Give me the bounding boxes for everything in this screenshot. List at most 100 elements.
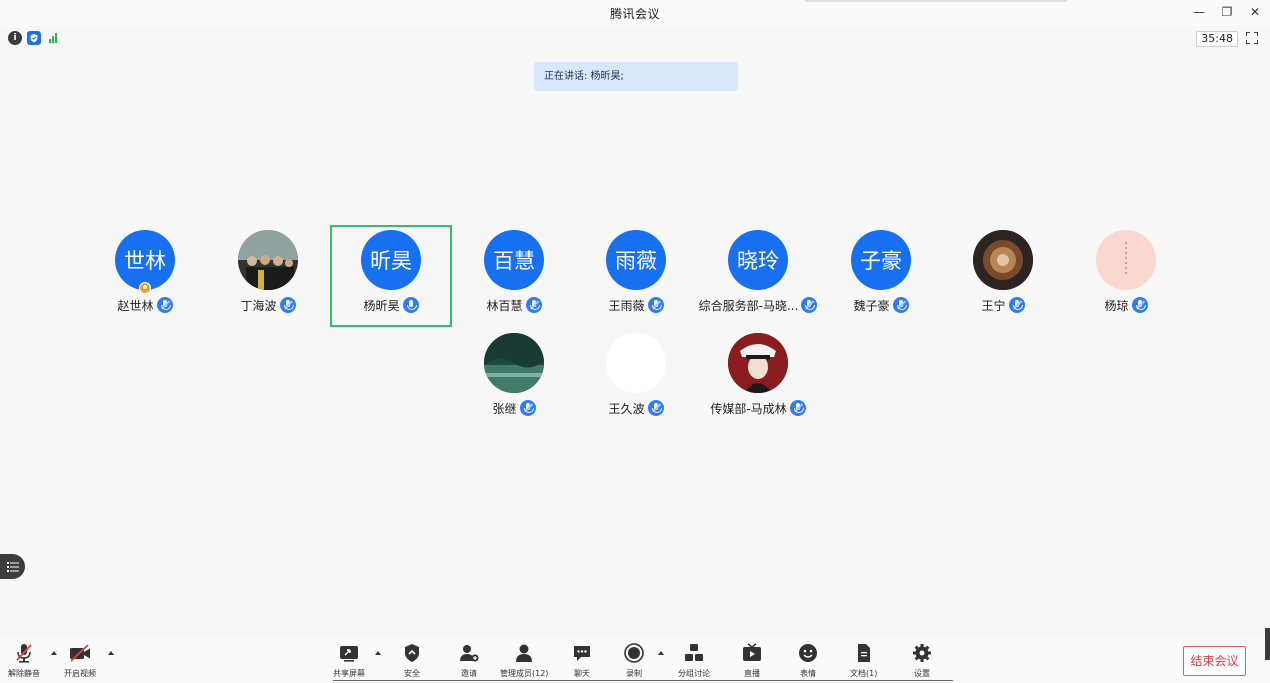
record-label: 录制 [626,669,642,678]
participant-name: 王雨薇 [608,298,645,313]
start-video-button[interactable]: 开启视频 [64,636,96,680]
mic-muted-icon [519,400,536,416]
close-icon[interactable]: ✕ [1249,5,1261,19]
unmute-button[interactable]: 解除静音 [8,636,40,680]
mic-muted-icon [156,297,173,313]
unmute-label: 解除静音 [8,669,40,678]
security-button[interactable]: 安全 [401,636,423,680]
settings-button[interactable]: 设置 [911,636,933,680]
mic-muted-icon [801,297,818,313]
participant-name: 王久波 [608,401,645,416]
list-view-icon[interactable] [0,554,25,579]
mic-muted-icon [647,297,664,313]
window-title: 腾讯会议 [609,6,660,21]
mic-muted-icon [789,400,806,416]
documents-button[interactable]: 文档(1) [850,636,877,680]
divider [333,680,953,681]
participant-tile[interactable]: 杨琼 [1064,225,1188,329]
participant-tile[interactable]: 张继 [452,328,576,432]
share-screen-label: 共享屏幕 [333,669,365,678]
participant-tile[interactable]: 雨薇 王雨薇 [574,225,698,329]
security-shield-icon[interactable] [27,31,41,45]
breakout-rooms-button[interactable]: 分组讨论 [678,636,710,680]
live-stream-icon [741,642,763,664]
audio-options-chevron-icon[interactable] [51,651,57,655]
fullscreen-icon[interactable] [1246,32,1258,44]
invite-label: 邀请 [461,669,477,678]
active-speaker-frame [330,225,452,327]
reactions-label: 表情 [800,669,816,678]
chat-button[interactable]: 聊天 [571,636,593,680]
smiley-icon [797,642,819,664]
info-icon[interactable]: i [8,31,22,45]
participant-name: 魏子豪 [853,298,890,313]
participant-tile[interactable]: 王宁 [941,225,1065,329]
gear-icon [911,642,933,664]
participant-tile[interactable]: 晓玲 综合服务部-马晓... [696,225,820,329]
security-shield-icon [401,642,423,664]
participant-avatar: 百慧 [484,230,544,290]
participant-tile[interactable]: 王久波 [574,328,698,432]
mic-muted-icon [1131,297,1148,313]
record-options-chevron-icon[interactable] [658,651,664,655]
participant-name: 赵世林 [117,298,154,313]
participant-avatar-photo [238,230,298,290]
video-options-chevron-icon[interactable] [108,651,114,655]
participant-tile[interactable]: 丁海波 [206,225,330,329]
participant-name: 杨琼 [1104,298,1129,313]
invite-button[interactable]: 邀请 [458,636,480,680]
participant-name: 丁海波 [240,298,277,313]
participant-name: 张继 [492,401,517,416]
video-off-icon [68,642,92,664]
mic-active-icon [402,297,419,313]
participant-avatar-photo [606,333,666,393]
security-label: 安全 [404,669,420,678]
participant-tile[interactable]: 世林 赵世林 [83,225,207,329]
mic-muted-icon [1008,297,1025,313]
participant-name: 林百慧 [486,298,523,313]
end-meeting-button[interactable]: 结束会议 [1183,646,1246,676]
mic-muted-icon [525,297,542,313]
live-stream-button[interactable]: 直播 [741,636,763,680]
documents-label: 文档(1) [850,669,878,678]
participant-name: 综合服务部-马晓... [698,298,799,313]
document-icon [853,642,875,664]
invite-user-icon [458,642,480,664]
window-controls: — ❐ ✕ [1192,4,1262,20]
participant-avatar: 子豪 [851,230,911,290]
settings-label: 设置 [914,669,930,678]
active-speaker-banner: 正在讲话: 杨昕昊; [534,62,738,91]
participant-avatar: 雨薇 [606,230,666,290]
participant-tile[interactable]: 传媒部-马成林 [696,328,820,432]
participant-avatar: 世林 [115,230,175,290]
record-button[interactable]: 录制 [623,636,645,680]
network-signal-icon[interactable] [46,31,60,45]
participant-tile[interactable]: 昕昊 杨昕昊 [329,225,453,329]
start-video-label: 开启视频 [64,669,96,678]
members-icon [513,642,535,664]
participant-name: 王宁 [981,298,1006,313]
participant-avatar-photo [973,230,1033,290]
participant-avatar-photo [1096,230,1156,290]
participant-tile[interactable]: 子豪 魏子豪 [819,225,943,329]
meeting-timer: 35:48 [1196,31,1238,47]
share-screen-button[interactable]: 共享屏幕 [333,636,365,680]
chat-label: 聊天 [574,669,590,678]
mic-muted-icon [647,400,664,416]
minimize-icon[interactable]: — [1193,5,1205,19]
status-icons: i [0,28,1270,48]
restore-icon[interactable]: ❐ [1221,5,1233,19]
share-options-chevron-icon[interactable] [375,651,381,655]
share-screen-icon [338,642,360,664]
title-bar: 腾讯会议 — ❐ ✕ [0,0,1270,26]
reactions-button[interactable]: 表情 [797,636,819,680]
mic-muted-icon [279,297,296,313]
edge-scroll-handle [1265,628,1270,660]
manage-members-label: 管理成员(12) [500,669,549,678]
mic-muted-icon [892,297,909,313]
participant-tile[interactable]: 百慧 林百慧 [452,225,576,329]
popup-edge [805,0,1067,2]
manage-members-button[interactable]: 管理成员(12) [500,636,548,680]
participant-avatar-photo [728,333,788,393]
participant-name: 传媒部-马成林 [710,401,787,416]
